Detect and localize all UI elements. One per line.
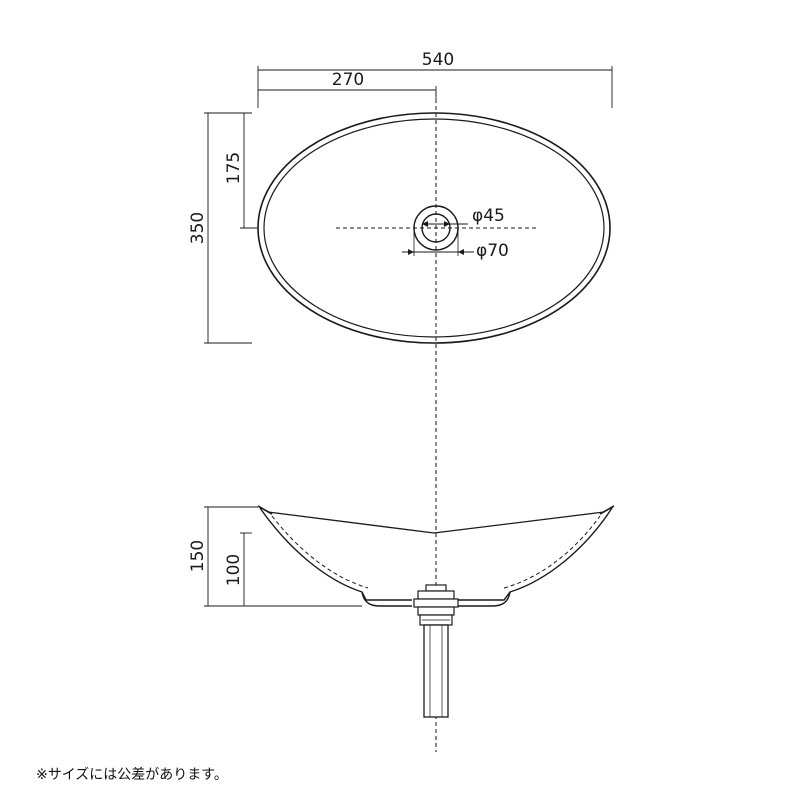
height-total-dim: 150 xyxy=(188,506,362,607)
side-view: 150 100 xyxy=(188,505,615,718)
drain-outer-diameter-dim: φ70 xyxy=(402,232,509,261)
tolerance-note: ※サイズには公差があります。 xyxy=(36,767,228,783)
bowl-inner-hidden-profile xyxy=(271,515,601,589)
depth-total-label: 350 xyxy=(188,212,208,244)
drain-outer-diameter-label: φ70 xyxy=(476,241,509,261)
bowl-outer-profile xyxy=(259,507,613,601)
drain-inner-diameter-label: φ45 xyxy=(472,206,505,226)
bowl-rim-top-line xyxy=(267,511,605,534)
depth-half-dim: 175 xyxy=(224,113,258,229)
bowl-inner-rim xyxy=(263,118,605,338)
drain-inner-diameter-dim: φ45 xyxy=(422,206,505,227)
drain-fitting xyxy=(413,584,459,718)
depth-half-label: 175 xyxy=(224,152,244,184)
width-half-label: 270 xyxy=(332,70,364,90)
height-bowl-dim: 100 xyxy=(224,532,252,606)
top-view: φ45 φ70 540 270 350 xyxy=(188,50,613,344)
bowl-base-lower xyxy=(361,591,511,607)
depth-total-dim: 350 xyxy=(188,112,252,344)
width-half-dim: 270 xyxy=(258,70,437,100)
width-total-dim: 540 xyxy=(257,50,613,108)
width-total-label: 540 xyxy=(422,50,454,70)
height-total-label: 150 xyxy=(188,540,208,572)
height-bowl-label: 100 xyxy=(224,554,244,586)
